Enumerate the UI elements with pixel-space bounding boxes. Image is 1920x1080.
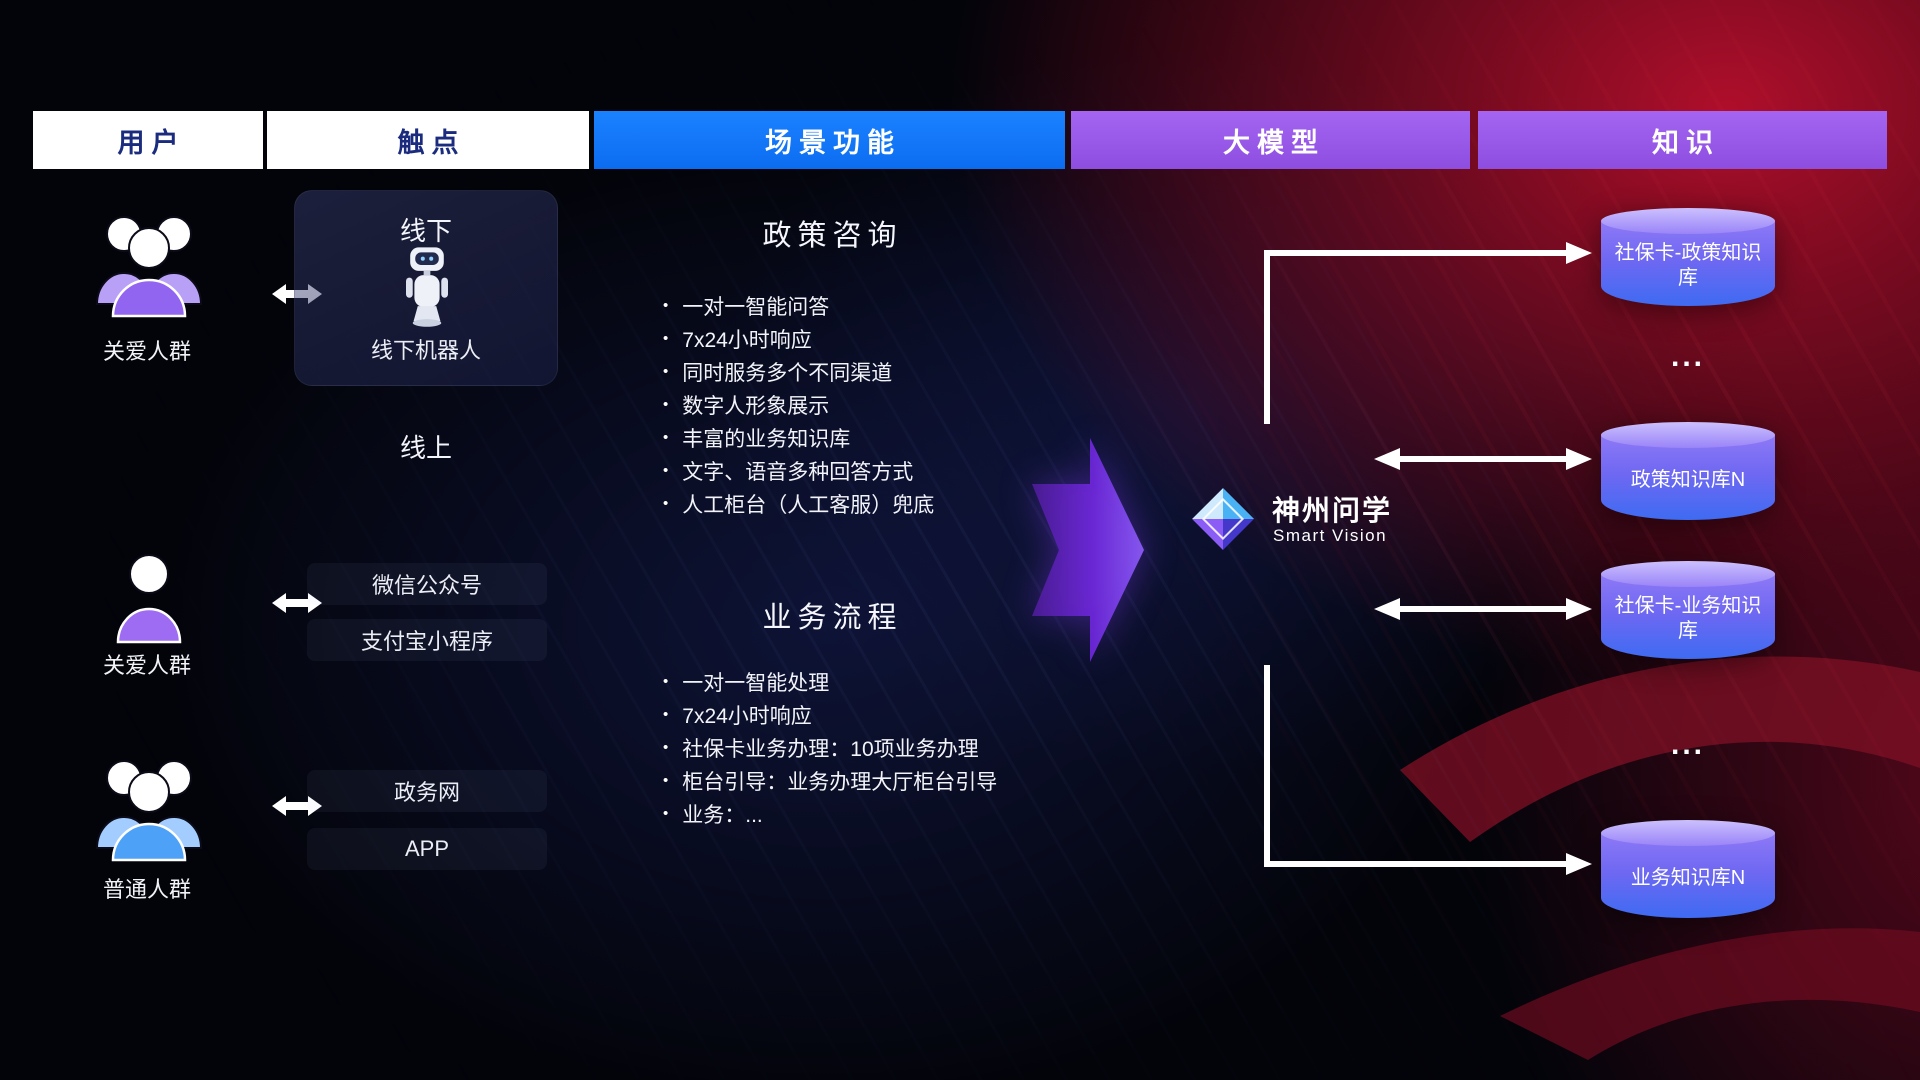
flow-arrow-right bbox=[1032, 438, 1144, 662]
scenario-item: 数字人形象展示 bbox=[663, 388, 1103, 421]
scenario-policy-list: 一对一智能问答 7x24小时响应 同时服务多个不同渠道 数字人形象展示 丰富的业… bbox=[663, 289, 1103, 520]
group-people-purple-icon bbox=[95, 216, 203, 318]
model-name: 神州问学 bbox=[1272, 495, 1393, 526]
ellipsis: ... bbox=[1670, 728, 1705, 761]
header-column-knowledge: 知识 bbox=[1478, 111, 1887, 169]
database-business-n: 业务知识库N bbox=[1601, 820, 1775, 918]
scenario-item: 同时服务多个不同渠道 bbox=[663, 355, 1103, 388]
model-subtitle: Smart Vision bbox=[1273, 526, 1388, 545]
scenario-business-title: 业务流程 bbox=[762, 602, 903, 634]
scenario-item: 7x24小时响应 bbox=[663, 322, 1103, 355]
user-group3-label: 普通人群 bbox=[102, 877, 191, 902]
scenario-item: 7x24小时响应 bbox=[663, 698, 1103, 731]
scenario-item: 丰富的业务知识库 bbox=[663, 421, 1103, 454]
user-group2-label: 关爱人群 bbox=[102, 653, 191, 678]
header-column-scenarios: 场景功能 bbox=[594, 111, 1065, 169]
offline-robot-label: 线下机器人 bbox=[370, 338, 481, 363]
smart-vision-logo-icon bbox=[1192, 488, 1254, 550]
scenario-item: 文字、语音多种回答方式 bbox=[663, 454, 1103, 487]
user-group1-label: 关爱人群 bbox=[102, 339, 191, 364]
database-label: 社保卡-政策知识库 bbox=[1614, 242, 1762, 289]
group-people-blue-icon bbox=[95, 760, 203, 862]
scenario-item: 业务：... bbox=[663, 797, 1103, 830]
database-business-sscard: 社保卡-业务知识库 bbox=[1601, 561, 1775, 659]
database-policy-sscard: 社保卡-政策知识库 bbox=[1601, 208, 1775, 306]
offline-title: 线下 bbox=[399, 216, 452, 246]
header-column-model: 大模型 bbox=[1071, 111, 1470, 169]
scenario-item: 一对一智能问答 bbox=[663, 289, 1103, 322]
ellipsis: ... bbox=[1670, 340, 1705, 373]
scenario-policy-title: 政策咨询 bbox=[762, 220, 903, 252]
robot-icon bbox=[406, 247, 448, 327]
person-purple-icon bbox=[116, 554, 182, 644]
header-column-touchpoints: 触点 bbox=[267, 111, 589, 169]
scenario-item: 一对一智能处理 bbox=[663, 665, 1103, 698]
channel-app: APP bbox=[307, 828, 547, 870]
database-label: 政策知识库N bbox=[1630, 468, 1746, 491]
database-policy-n: 政策知识库N bbox=[1601, 422, 1775, 520]
database-label: 业务知识库N bbox=[1630, 866, 1746, 889]
scenario-business-list: 一对一智能处理 7x24小时响应 社保卡业务办理：10项业务办理 柜台引导：业务… bbox=[663, 665, 1103, 830]
scenario-item: 社保卡业务办理：10项业务办理 bbox=[663, 731, 1103, 764]
channel-alipay: 支付宝小程序 bbox=[307, 619, 547, 661]
channel-wechat: 微信公众号 bbox=[307, 563, 547, 605]
scenario-item: 柜台引导：业务办理大厅柜台引导 bbox=[663, 764, 1103, 797]
scenario-item: 人工柜台（人工客服）兜底 bbox=[663, 487, 1103, 520]
channel-gov-web: 政务网 bbox=[307, 770, 547, 812]
header-column-users: 用户 bbox=[33, 111, 263, 169]
online-title: 线上 bbox=[399, 433, 452, 463]
database-label: 社保卡-业务知识库 bbox=[1614, 595, 1762, 642]
